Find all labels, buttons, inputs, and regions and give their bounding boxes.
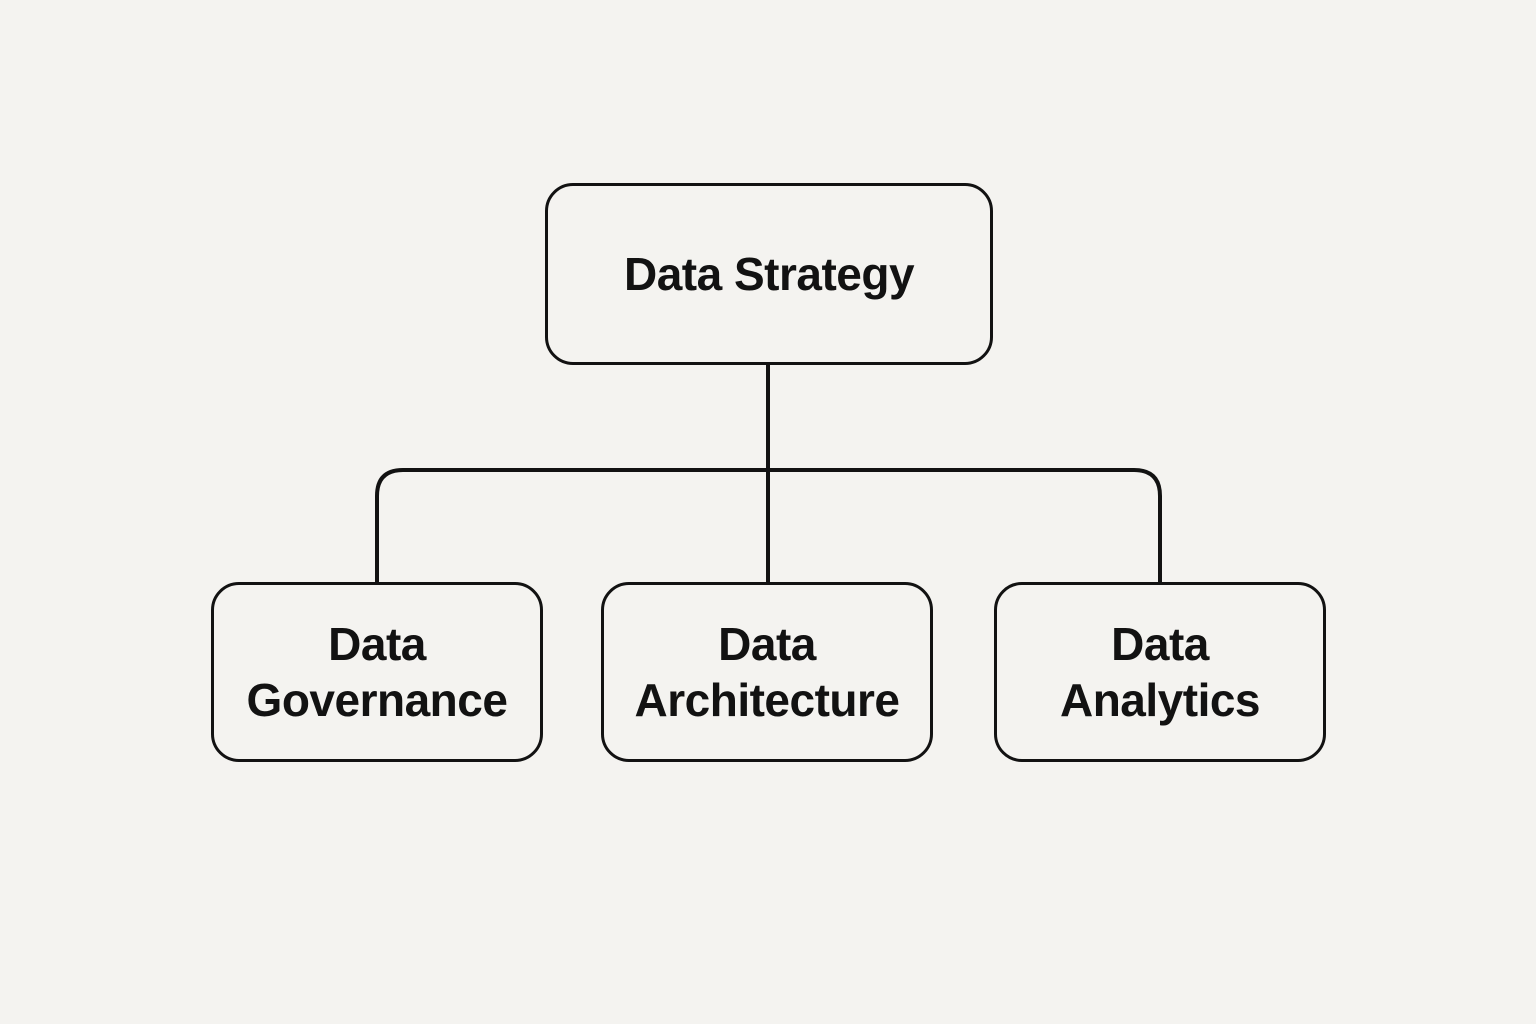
node-data-governance-label: Data Governance — [246, 617, 508, 726]
node-data-architecture-label: Data Architecture — [634, 617, 900, 726]
node-data-analytics: Data Analytics — [994, 582, 1326, 762]
node-data-analytics-label: Data Analytics — [1059, 617, 1261, 726]
connector-branch — [375, 468, 1162, 582]
node-data-governance: Data Governance — [211, 582, 543, 762]
node-data-strategy-label: Data Strategy — [623, 247, 915, 300]
node-data-architecture: Data Architecture — [601, 582, 933, 762]
node-data-strategy: Data Strategy — [545, 183, 993, 365]
